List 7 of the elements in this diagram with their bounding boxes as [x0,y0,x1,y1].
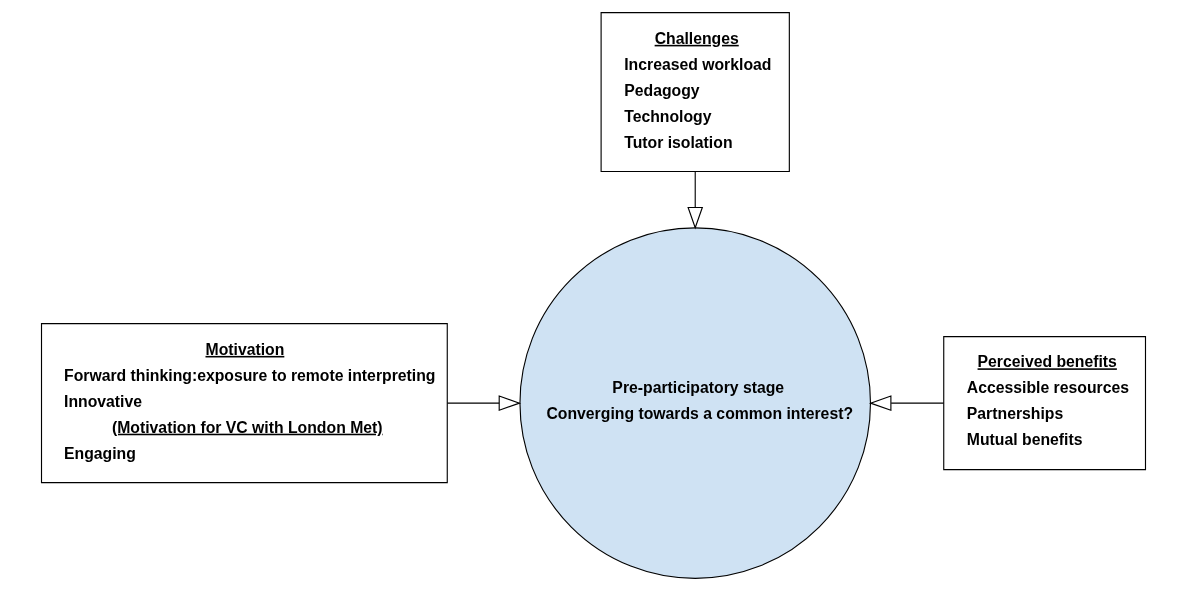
arrow [868,395,945,412]
arrow [446,395,522,412]
node-circle: Pre-participatory stage Converging towards a common interest? [519,227,872,579]
node-box: Challenges Increased workload Pedagogy Technology Tutor isolation [600,12,790,173]
node-box: Motivation Forward thinking:exposure to remote interpreting Innovative (Motivation for VC with London Met) Engaging [40,323,448,484]
arrow [687,171,704,230]
node-box: Perceived benefits Accessible resources Partnerships Mutual benefits [943,336,1147,471]
